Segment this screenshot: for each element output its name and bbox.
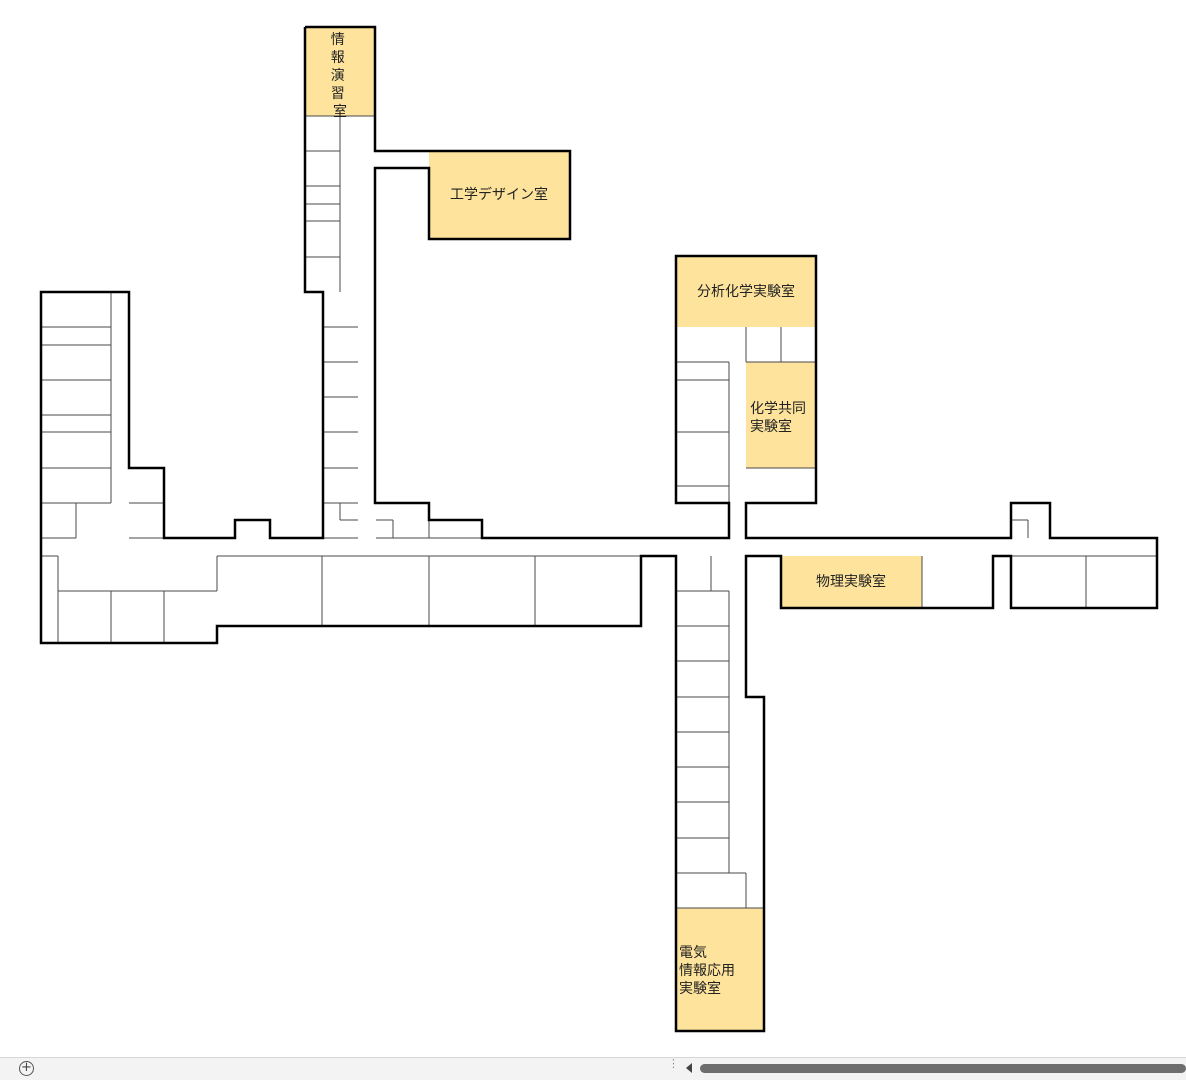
label-elec-info: 電気 情報応用 実験室 — [679, 945, 739, 997]
horizontal-scrollbar[interactable] — [698, 1064, 1186, 1073]
vertical-dots-icon[interactable]: ⋮ — [668, 1057, 679, 1070]
scrollbar-thumb[interactable] — [700, 1064, 1186, 1073]
label-analytical-chem: 分析化学実験室 — [697, 283, 795, 300]
label-chem-joint: 化学共同 実験室 — [750, 401, 810, 435]
floor-plan: 情 報 演 習 室 工学デザイン室 分析化学実験室 化学共同 実験室 物理実験室… — [39, 25, 1159, 1033]
triangle-left-icon[interactable] — [686, 1063, 692, 1073]
room-analytical-chem[interactable] — [676, 256, 816, 327]
outer-walls — [39, 25, 1159, 1033]
plus-circle-icon[interactable]: + — [19, 1061, 34, 1076]
room-eng-design[interactable] — [429, 151, 570, 239]
room-elec-info[interactable] — [676, 908, 764, 1031]
label-physics: 物理実験室 — [816, 573, 886, 590]
room-info-exercise[interactable] — [305, 27, 375, 116]
partitions — [41, 115, 1157, 909]
room-physics[interactable] — [781, 556, 922, 608]
room-labels: 情 報 演 習 室 工学デザイン室 分析化学実験室 化学共同 実験室 物理実験室… — [331, 32, 886, 997]
label-info-exercise: 情 報 演 習 室 — [331, 32, 349, 120]
sheet-bottom-bar: + ⋮ — [0, 1057, 1186, 1080]
label-eng-design: 工学デザイン室 — [450, 186, 548, 203]
room-chem-joint[interactable] — [746, 362, 816, 468]
